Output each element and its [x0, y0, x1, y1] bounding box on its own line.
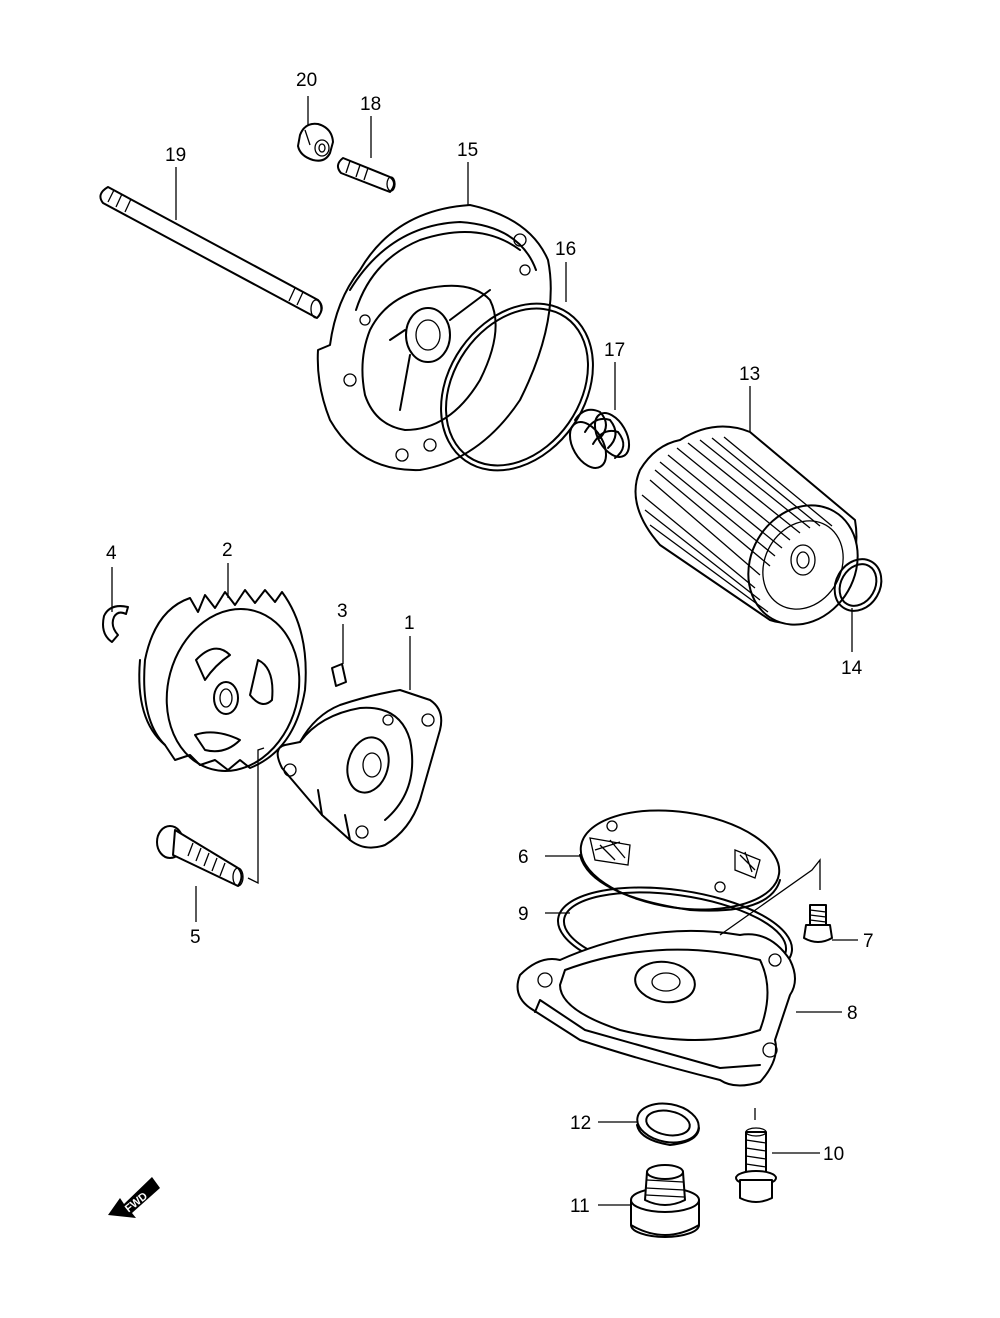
part-labels: 20 18 19 15 16 17 13 14 4 2 3 1 5 6 9 7 …: [106, 70, 874, 1217]
strainer-icon: [579, 809, 781, 912]
label-3: 3: [337, 601, 348, 622]
long-bolt-icon: [99, 186, 323, 319]
bolt-small-icon: [803, 904, 833, 943]
dowel-pin-icon: [337, 157, 396, 193]
label-17: 17: [604, 340, 625, 361]
washer-icon: [636, 1102, 700, 1146]
circlip-icon: [102, 605, 129, 643]
label-8: 8: [847, 1003, 858, 1024]
label-2: 2: [222, 540, 233, 561]
label-13: 13: [739, 364, 760, 385]
label-7: 7: [863, 931, 874, 952]
label-11: 11: [570, 1196, 590, 1217]
pin-icon: [331, 663, 347, 687]
fwd-arrow-icon: FWD: [108, 1177, 160, 1218]
screw-icon: [156, 747, 265, 887]
label-12: 12: [570, 1113, 591, 1134]
label-14: 14: [841, 658, 863, 679]
o-ring-small-icon: [833, 558, 883, 612]
cap-nut-icon: [297, 122, 334, 162]
spring-icon: [568, 408, 631, 469]
label-19: 19: [165, 145, 186, 166]
pump-gear-icon: [138, 589, 307, 772]
label-16: 16: [555, 239, 576, 260]
label-5: 5: [190, 927, 201, 948]
label-9: 9: [518, 904, 529, 925]
label-15: 15: [457, 140, 478, 161]
drain-plug-icon: [630, 1164, 700, 1238]
oil-pan-icon: [516, 858, 821, 1120]
label-20: 20: [296, 70, 317, 91]
label-6: 6: [518, 847, 529, 868]
oil-filter-icon: [634, 425, 859, 626]
label-10: 10: [823, 1144, 844, 1165]
label-18: 18: [360, 94, 381, 115]
label-1: 1: [404, 613, 415, 634]
filter-cover-icon: [316, 204, 552, 472]
label-4: 4: [106, 543, 117, 564]
leader-lines: [111, 96, 858, 1206]
flange-bolt-icon: [735, 1127, 777, 1203]
oil-pump-icon: [276, 689, 443, 849]
